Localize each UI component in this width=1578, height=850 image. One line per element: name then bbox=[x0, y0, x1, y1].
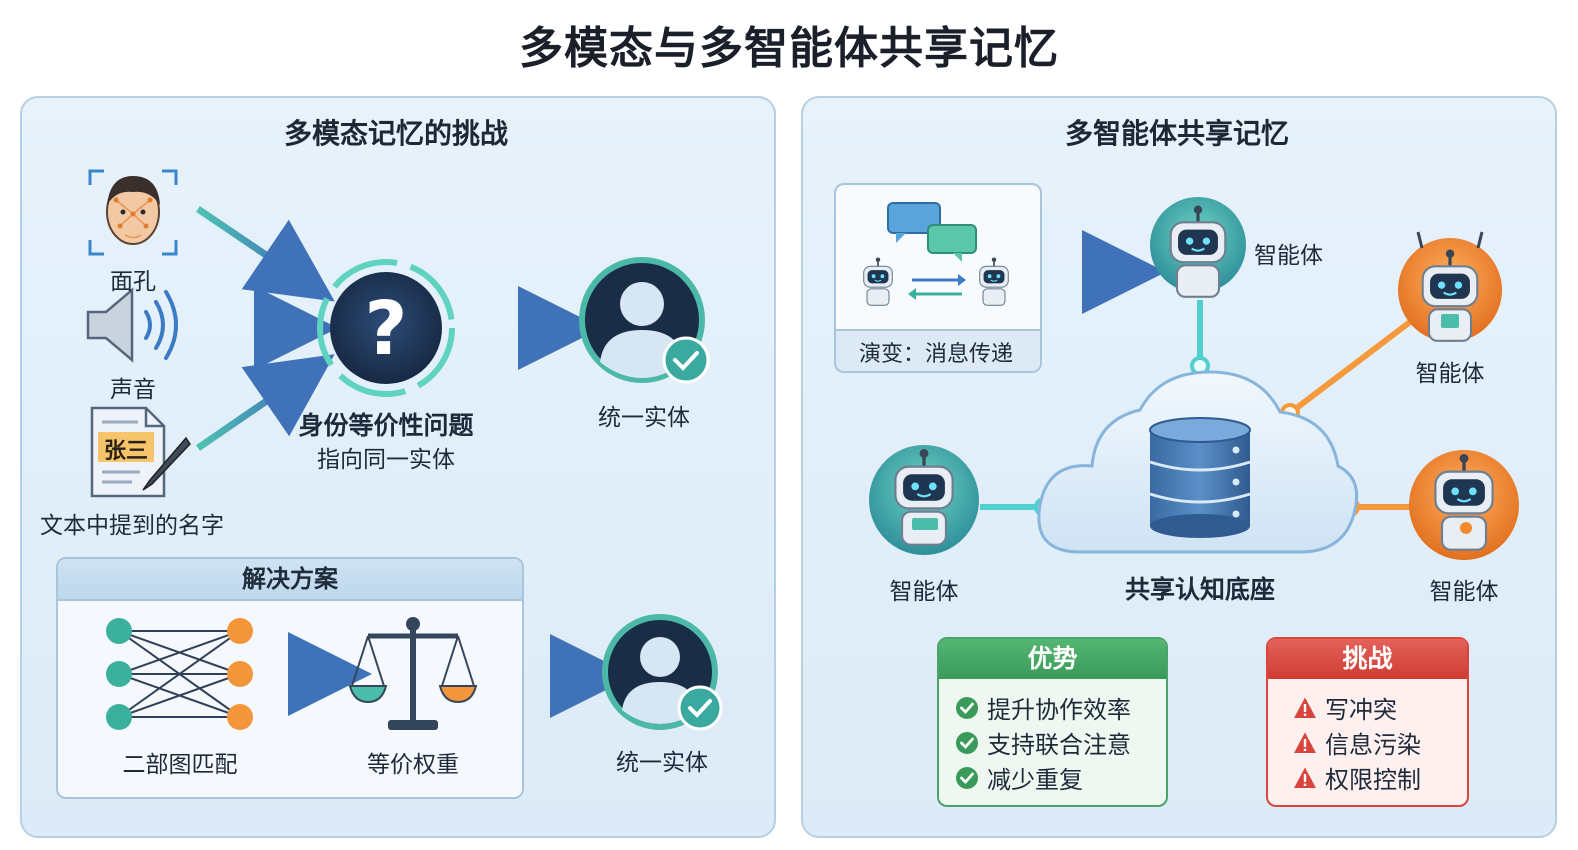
bipartite-graph-icon bbox=[106, 618, 253, 730]
left-panel-title: 多模态记忆的挑战 bbox=[283, 117, 508, 150]
question-title: 身份等价性问题 bbox=[298, 411, 474, 440]
advantage-text: 支持联合注意 bbox=[987, 731, 1131, 759]
advantage-item: 支持联合注意 bbox=[955, 725, 1131, 760]
warning-icon bbox=[1294, 767, 1316, 788]
svg-text:?: ? bbox=[365, 286, 408, 372]
input-label-face: 面孔 bbox=[110, 269, 156, 295]
arrow-face-to-question bbox=[196, 206, 335, 302]
solution-step-label-scale: 等价权重 bbox=[367, 752, 459, 778]
check-circle-icon bbox=[956, 696, 978, 719]
input-label-text: 文本中提到的名字 bbox=[40, 513, 224, 539]
face-icon bbox=[88, 169, 178, 256]
question-subtitle: 指向同一实体 bbox=[317, 447, 455, 473]
solution-title: 解决方案 bbox=[58, 559, 522, 601]
chat-bubbles-icon bbox=[887, 202, 977, 262]
entity-result-user-icon bbox=[602, 614, 723, 731]
entity-user-icon bbox=[579, 257, 710, 384]
check-circle-icon bbox=[956, 731, 978, 754]
advantage-text: 减少重复 bbox=[987, 766, 1083, 794]
database-icon bbox=[1149, 417, 1251, 538]
center-label: 共享认知底座 bbox=[1124, 575, 1275, 604]
evolution-label: 演变：消息传递 bbox=[858, 342, 1013, 367]
check-circle-icon bbox=[956, 766, 978, 789]
challenge-item: 权限控制 bbox=[1293, 760, 1421, 795]
entity-label: 统一实体 bbox=[598, 405, 690, 431]
small-robot-right-icon bbox=[978, 256, 1010, 307]
warning-icon bbox=[1294, 697, 1316, 718]
advantage-item: 提升协作效率 bbox=[955, 690, 1131, 725]
agent-top-icon bbox=[1150, 197, 1246, 299]
agent-label-left: 智能体 bbox=[889, 579, 959, 605]
document-name-text: 张三 bbox=[103, 439, 148, 464]
evolution-footer bbox=[836, 329, 1040, 371]
solution-step-label-graph: 二部图匹配 bbox=[122, 752, 238, 778]
agent-upper-right-icon bbox=[1398, 231, 1502, 343]
question-icon: ? bbox=[317, 259, 455, 397]
right-panel-title: 多智能体共享记忆 bbox=[1064, 117, 1289, 150]
balance-scale-icon bbox=[348, 617, 478, 730]
link-upper-right-agent bbox=[1288, 319, 1412, 416]
solution-result-label: 统一实体 bbox=[616, 750, 708, 776]
solution-box: 解决方案 bbox=[56, 557, 524, 799]
page-title: 多模态与多智能体共享记忆 bbox=[519, 23, 1059, 74]
advantages-title: 优势 bbox=[939, 639, 1166, 679]
challenge-text: 信息污染 bbox=[1325, 731, 1421, 759]
agent-label-upper-right: 智能体 bbox=[1415, 361, 1485, 387]
challenge-text: 权限控制 bbox=[1325, 766, 1421, 794]
challenge-item: 信息污染 bbox=[1293, 725, 1421, 760]
challenge-item: 写冲突 bbox=[1293, 690, 1397, 725]
challenge-text: 写冲突 bbox=[1325, 696, 1397, 724]
agent-label-top: 智能体 bbox=[1254, 243, 1323, 269]
speaker-icon bbox=[86, 287, 178, 363]
challenges-title: 挑战 bbox=[1268, 639, 1467, 679]
advantage-text: 提升协作效率 bbox=[987, 696, 1131, 724]
arrow-text-to-question bbox=[196, 354, 335, 451]
message-arrows-icon bbox=[908, 274, 966, 300]
advantage-item: 减少重复 bbox=[955, 760, 1083, 795]
agent-lower-right-icon bbox=[1409, 450, 1519, 560]
agent-left-icon bbox=[869, 445, 979, 555]
input-label-voice: 声音 bbox=[110, 377, 156, 403]
warning-icon bbox=[1294, 732, 1316, 753]
document-icon bbox=[90, 406, 191, 498]
agent-label-lower-right: 智能体 bbox=[1429, 579, 1499, 605]
small-robot-left-icon bbox=[862, 256, 894, 307]
